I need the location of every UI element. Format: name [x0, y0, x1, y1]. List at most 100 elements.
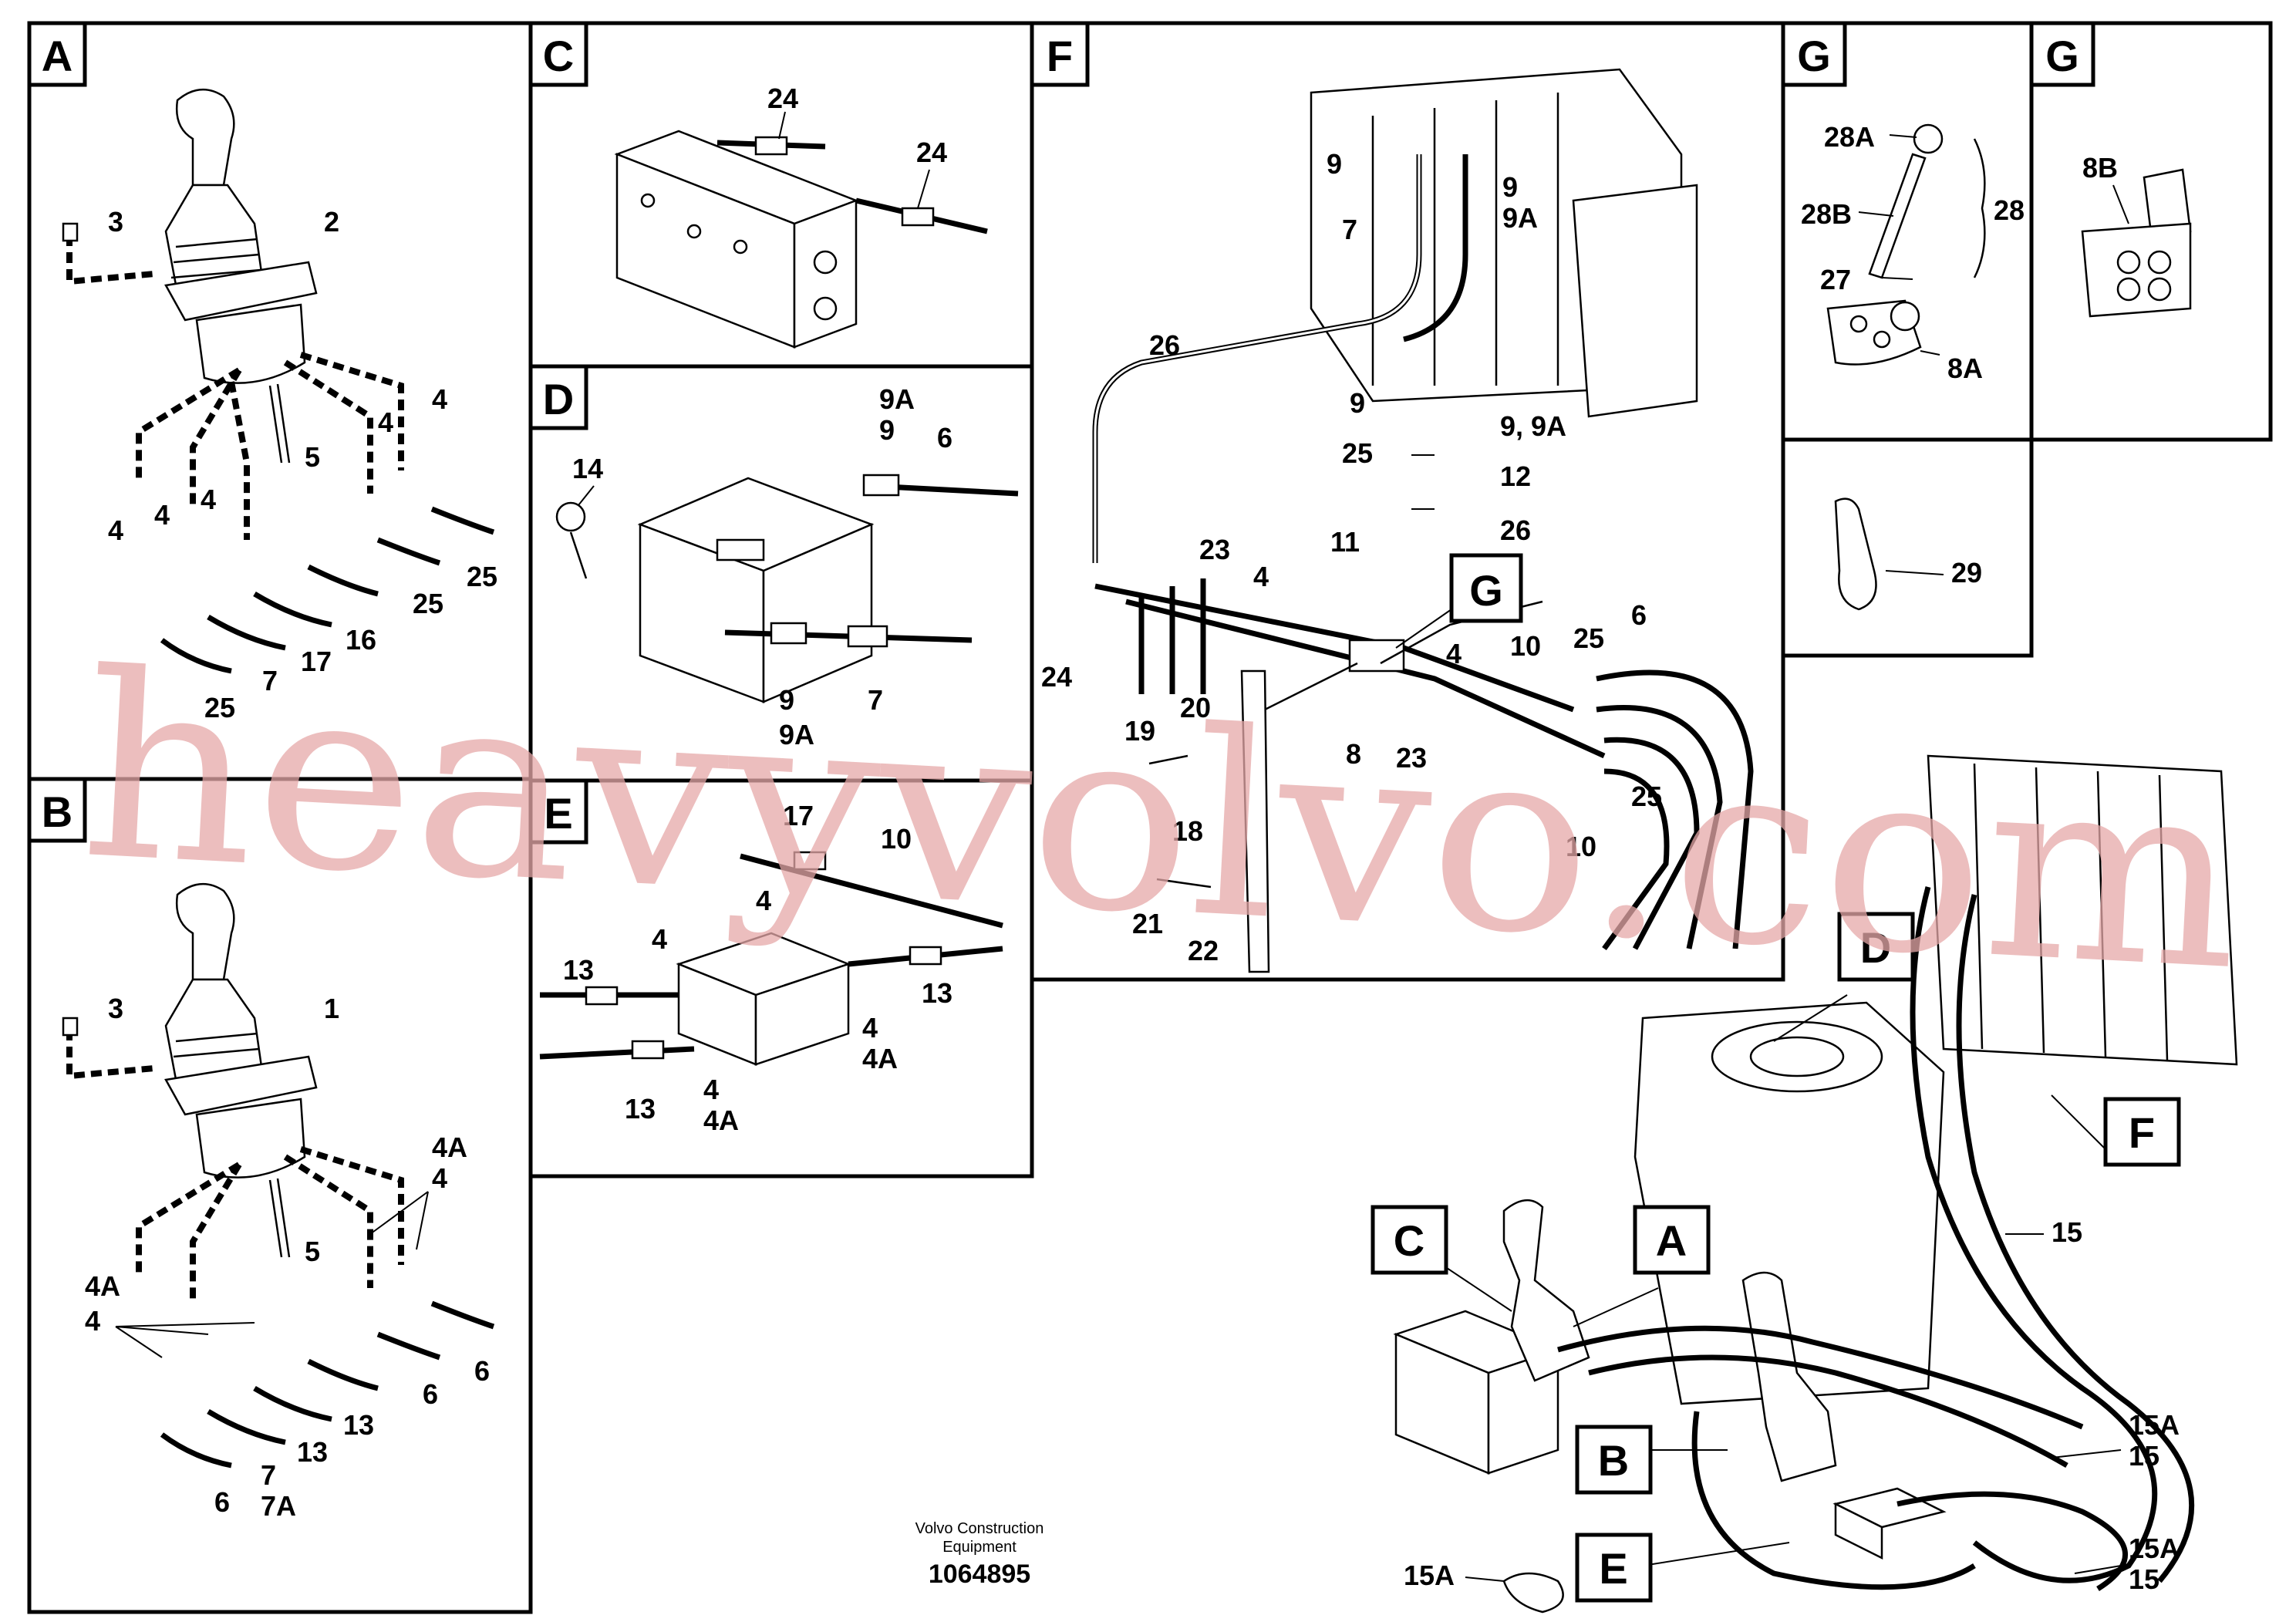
label-f-25: 25: [1631, 781, 1662, 812]
panel-tag-b: B: [27, 777, 87, 843]
label-e-10: 10: [881, 823, 912, 855]
panel-b-labels: 3 1 4A 4 4A 4 5 6 6 6 7 7A 13 13: [85, 993, 490, 1522]
panel-tag-d: D: [528, 364, 588, 430]
label-b-6: 6: [474, 1355, 490, 1387]
label-b-4: 4: [432, 1162, 447, 1194]
caption-block: Volvo Construction Equipment 1064895: [915, 1520, 1044, 1589]
label-f-9a: 9A: [1502, 202, 1538, 234]
panel-f-drawing: [1092, 68, 1754, 973]
label-b-4a: 4A: [85, 1270, 120, 1302]
panel-e-drawing: [539, 851, 1003, 1066]
label-f-26: 26: [1500, 514, 1531, 546]
label-b-4: 4: [85, 1305, 100, 1337]
label-g-8a: 8A: [1947, 352, 1983, 384]
label-f-9: 9: [1350, 387, 1365, 419]
overview-labels: 15 15A 15 15A 15 15A: [1404, 1216, 2180, 1595]
overview-callout-d: D: [1837, 912, 1915, 982]
label-a-4: 4: [108, 514, 123, 546]
label-c-24: 24: [916, 137, 947, 168]
label-a-25: 25: [204, 692, 235, 723]
label-f-22: 22: [1188, 935, 1219, 966]
label-a-5: 5: [305, 441, 320, 473]
label-f-12: 12: [1500, 460, 1531, 492]
panel-tag-g2: G: [2029, 21, 2095, 87]
panel-g2-labels: 8B: [2082, 152, 2118, 184]
label-f-8: 8: [1346, 738, 1361, 770]
label-b-13: 13: [343, 1409, 374, 1441]
label-15a: 15A: [2129, 1409, 2180, 1441]
overview-callout-a: A: [1633, 1205, 1711, 1275]
label-f-23: 23: [1199, 534, 1230, 565]
label-f-6: 6: [1631, 599, 1647, 631]
panel-tag-a-text: A: [42, 32, 72, 80]
label-f-9: 9: [1327, 148, 1342, 180]
label-a-4: 4: [378, 406, 393, 438]
callout-f-text: F: [2129, 1108, 2155, 1157]
label-d-9a: 9A: [879, 383, 915, 415]
callout-g-in-f: G: [1395, 553, 1523, 649]
label-b-3: 3: [108, 993, 123, 1024]
label-f-19: 19: [1124, 715, 1155, 747]
panel-tag-g1: G: [1781, 21, 1847, 87]
panel-tag-e-text: E: [544, 789, 572, 838]
panel-e-labels: 17 10 4 4 13 13 4 4A 4 4A 13: [563, 800, 952, 1136]
panel-d-labels: 9A 9 6 14 9 9A 7: [572, 383, 952, 750]
label-d-9: 9: [779, 684, 794, 716]
label-a-2: 2: [324, 206, 339, 238]
panel-h-labels: 29: [1951, 557, 1982, 588]
label-b-7a: 7A: [261, 1490, 296, 1522]
caption-company-2: Equipment: [942, 1539, 1017, 1556]
label-a-17: 17: [301, 646, 332, 677]
label-e-4a: 4A: [703, 1104, 739, 1136]
label-15a: 15A: [2129, 1533, 2180, 1564]
callout-e-text: E: [1599, 1544, 1627, 1593]
label-g-28a: 28A: [1824, 121, 1875, 153]
label-d-6: 6: [937, 422, 952, 454]
panel-tag-c-text: C: [543, 32, 574, 80]
label-e-13: 13: [922, 977, 952, 1009]
label-b-4a: 4A: [432, 1131, 467, 1163]
label-a-4: 4: [432, 383, 447, 415]
panel-a-drawing: [62, 88, 495, 674]
label-g-27: 27: [1820, 264, 1851, 295]
label-b-6: 6: [423, 1378, 438, 1410]
panel-b-drawing: [62, 882, 495, 1469]
label-d-9: 9: [879, 414, 895, 446]
panel-g2-drawing: [2081, 168, 2192, 318]
label-a-25: 25: [413, 588, 443, 619]
panel-tag-a: A: [27, 21, 87, 87]
overview-callout-f: F: [2103, 1097, 2181, 1167]
panel-tag-d-text: D: [543, 375, 574, 423]
label-15: 15: [2129, 1563, 2159, 1595]
panel-g1-drawing: [1826, 123, 1986, 366]
label-15: 15: [2129, 1440, 2159, 1472]
label-d-7: 7: [868, 684, 883, 716]
label-f-25: 25: [1342, 437, 1373, 469]
label-a-4: 4: [201, 484, 216, 515]
label-a-4: 4: [154, 499, 170, 531]
panel-f-labels: 9 9 9A 7 26 9 25 9, 9A 12 11 26 23 4 24 …: [1041, 148, 1662, 966]
label-f-20: 20: [1180, 692, 1211, 723]
panel-tag-g1-text: G: [1797, 32, 1831, 80]
label-f-9: 9: [1502, 171, 1518, 203]
panel-d-drawing: [555, 474, 1019, 703]
label-f-10: 10: [1566, 831, 1596, 862]
label-e-4: 4: [862, 1012, 878, 1044]
callout-b-text: B: [1598, 1436, 1629, 1485]
panel-tag-e: E: [528, 778, 588, 845]
panel-tag-b-text: B: [42, 787, 72, 836]
label-a-3: 3: [108, 206, 123, 238]
label-a-7: 7: [262, 665, 278, 696]
label-f-11: 11: [1330, 526, 1360, 558]
panel-c-labels: 24 24: [767, 83, 947, 168]
label-c-24: 24: [767, 83, 798, 114]
label-a-25: 25: [467, 561, 497, 592]
label-e-4: 4: [756, 885, 771, 916]
label-f-4: 4: [1253, 561, 1269, 592]
panel-c-drawing: [614, 111, 988, 349]
label-d-14: 14: [572, 453, 603, 484]
label-29: 29: [1951, 557, 1982, 588]
label-b-1: 1: [324, 993, 339, 1024]
label-b-6: 6: [214, 1486, 230, 1518]
